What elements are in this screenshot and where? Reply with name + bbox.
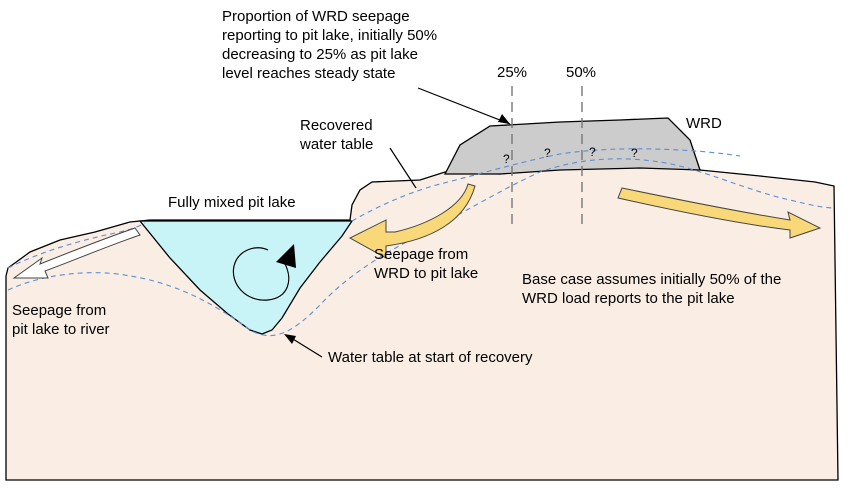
water-table-start-label: Water table at start of recovery	[328, 349, 533, 366]
circulation-arrowhead	[276, 244, 296, 268]
pct-25-label: 25%	[497, 64, 528, 81]
pit-lake	[138, 220, 354, 335]
fully-mixed-pit-lake-label: Fully mixed pit lake	[168, 194, 296, 211]
seepage-wrd-to-river-arrow	[617, 187, 822, 239]
circulation-arrow	[232, 247, 290, 301]
question-mark-4: ?	[631, 146, 638, 160]
seepage-pit-to-river-label: Seepage from pit lake to river	[12, 302, 110, 338]
wrd-dump	[443, 117, 701, 175]
seepage-wrd-to-pit-arrow	[348, 183, 476, 259]
recovered-water-table-label: Recovered water table	[300, 117, 374, 153]
question-mark-1: ?	[503, 152, 510, 166]
pointer-recovered-water-table	[389, 147, 417, 189]
pointer-water-table-start-head	[284, 334, 296, 344]
question-mark-3: ?	[589, 145, 596, 159]
pointer-proportion-note	[417, 87, 511, 125]
pointer-proportion-head	[498, 114, 510, 124]
base-case-label: Base case assumes initially 50% of the W…	[522, 271, 782, 307]
seepage-wrd-to-pit-label: Seepage from WRD to pit lake	[374, 246, 479, 282]
proportion-note: Proportion of WRD seepage reporting to p…	[222, 8, 438, 82]
seepage-pit-to-river-arrow	[12, 227, 141, 279]
pit-lake-water-table-line	[7, 222, 146, 269]
question-mark-2: ?	[544, 146, 551, 160]
wrd-label: WRD	[686, 115, 722, 132]
pct-50-label: 50%	[566, 64, 597, 81]
recovered-water-table-line	[351, 148, 741, 222]
